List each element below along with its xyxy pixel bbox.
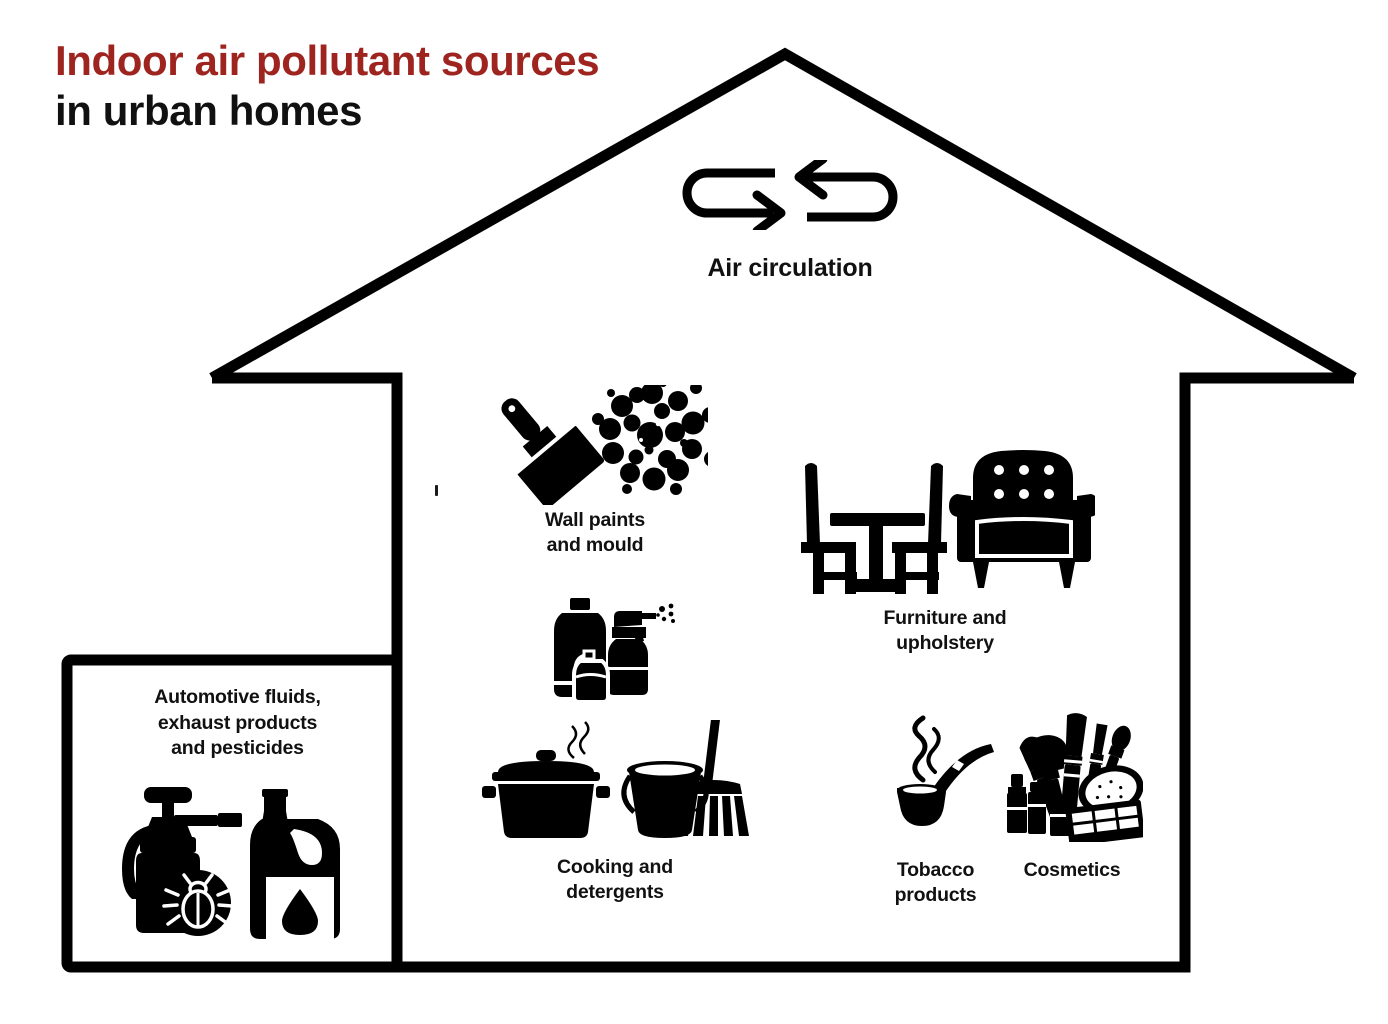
paintbrush-and-mould-icon	[482, 385, 708, 505]
pesticide-sprayer-and-oil-jug-icon	[118, 785, 344, 945]
smoking-pipe-icon	[873, 710, 998, 845]
circulation-arrows-icon	[665, 160, 915, 230]
cleaning-bottles-icon	[540, 595, 680, 705]
tobacco-label-line-1: Tobacco	[896, 859, 975, 881]
house-walls-and-floor	[212, 372, 1354, 973]
automotive-label-line-3: and pesticides	[171, 737, 304, 760]
automotive-label: Automotive fluids, exhaust products and …	[80, 685, 395, 762]
table-chairs-and-armchair-icon	[795, 448, 1095, 598]
wall-paints-label-line-1: Wall paints	[544, 509, 645, 531]
pot-bucket-and-mop-icon	[482, 720, 752, 850]
cooking-label: Cooking and detergents	[470, 855, 760, 905]
title-accent-text: Indoor air pollutant sources	[55, 37, 600, 84]
cooking-label-line-1: Cooking and	[557, 856, 673, 878]
automotive-label-line-1: Automotive fluids,	[154, 686, 321, 708]
air-circulation-label: Air circulation	[707, 254, 873, 282]
furniture-label-line-2: upholstery	[896, 631, 994, 654]
cosmetics-label: Cosmetics	[998, 858, 1146, 883]
stray-speck	[435, 485, 438, 496]
makeup-brushes-and-palette-icon	[1001, 712, 1143, 842]
wall-paints-label: Wall paints and mould	[470, 508, 720, 558]
title-rest-text: in urban homes	[55, 86, 363, 134]
furniture-label: Furniture and upholstery	[785, 606, 1105, 656]
wall-paints-label-line-2: and mould	[546, 533, 644, 556]
tobacco-label: Tobacco products	[863, 858, 1008, 908]
cooking-label-line-2: detergents	[566, 880, 664, 903]
cosmetics-label-line-1: Cosmetics	[1023, 859, 1121, 881]
page-title: Indoor air pollutant sources in urban ho…	[55, 36, 615, 135]
automotive-label-line-2: exhaust products	[157, 711, 318, 734]
furniture-label-line-1: Furniture and	[883, 607, 1007, 629]
tobacco-label-line-2: products	[894, 883, 977, 906]
